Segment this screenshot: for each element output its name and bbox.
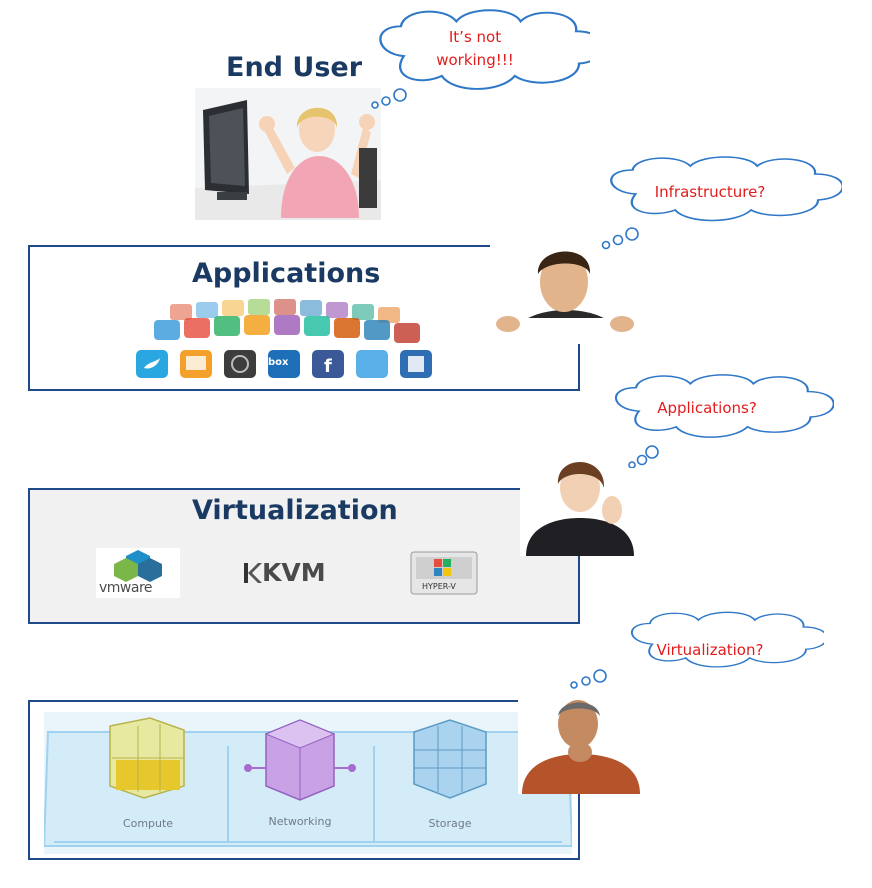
vmware-logo [96, 548, 180, 598]
applications-tier [28, 245, 580, 391]
storage-icon [413, 719, 487, 799]
vmware-label: vmware [99, 580, 153, 596]
peeking-man-photo [490, 240, 642, 344]
infrastructure-thought-bubble [560, 606, 828, 692]
end-user-bubble-line1: It’s not [448, 28, 502, 46]
hyperv-logo [410, 551, 478, 595]
applications-bubble-text: Infrastructure? [654, 183, 766, 201]
thinking-woman-photo [520, 454, 640, 556]
box-app-label: box [268, 357, 289, 368]
infrastructure-platform [42, 712, 574, 854]
compute-icon [109, 717, 185, 799]
applications-thought-bubble [588, 150, 844, 254]
virtualization-thought-bubble [594, 368, 835, 469]
kvm-penguin-icon [244, 561, 262, 585]
virtualization-bubble-text: Applications? [657, 399, 757, 417]
end-user-thought-bubble [360, 6, 604, 116]
networking-icon [244, 719, 356, 801]
hyperv-label: HYPER-V [422, 582, 456, 591]
compute-label: Compute [122, 817, 174, 830]
app-tiles-front-row: f [136, 350, 436, 380]
kvm-label: KVM [262, 558, 326, 587]
thinking-man-photo [518, 690, 644, 794]
virtualization-title: Virtualization [192, 495, 398, 526]
networking-label: Networking [268, 815, 332, 828]
app-icons-wall [130, 296, 442, 380]
end-user-photo [195, 88, 381, 220]
end-user-bubble-line2: working!!! [436, 51, 514, 69]
end-user-title: End User [226, 52, 363, 83]
storage-label: Storage [428, 817, 472, 830]
applications-title: Applications [192, 258, 381, 289]
svg-text:f: f [324, 356, 332, 377]
infrastructure-bubble-text: Virtualization? [656, 641, 764, 659]
